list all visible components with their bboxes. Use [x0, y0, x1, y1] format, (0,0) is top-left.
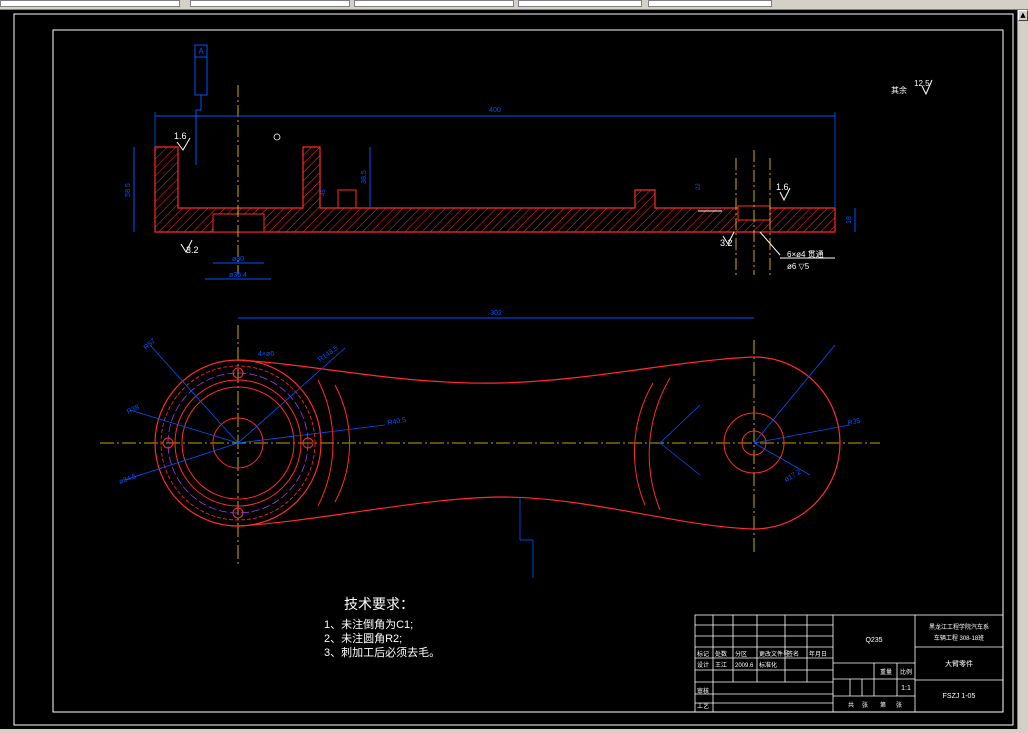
dim-bore: ø30	[232, 256, 244, 263]
section-view: A 400 58.5 38.5 18 ø30 ø36.4 1.6 3.2 1.6…	[125, 44, 856, 280]
title-block	[694, 614, 1004, 713]
institution-line2: 车辆工程 308-18班	[934, 634, 984, 642]
sheet-border	[13, 13, 1014, 726]
layer-dropdown[interactable]	[0, 0, 180, 7]
std-label: 标准化	[759, 661, 777, 669]
tech-req-item: 1、未注倒角为C1;	[324, 617, 413, 631]
dim-r-left-outer: R57	[143, 338, 157, 352]
weight-label: 重量	[880, 668, 892, 676]
row-label: 分区	[735, 650, 747, 658]
row-label: 标记	[697, 650, 709, 658]
row-label: 更改文件号	[759, 650, 789, 658]
row-label: 处数	[715, 650, 727, 658]
color-dropdown[interactable]	[190, 0, 350, 7]
material: Q235	[865, 637, 882, 644]
dim-r-left-1: R38	[126, 404, 141, 416]
dim-center-distance: 302	[490, 310, 502, 317]
title-block-text: Q235 黑龙江工程学院汽车系 车辆工程 308-18班 大臂零件 FSZJ 1…	[697, 623, 989, 710]
plotstyle-dropdown[interactable]	[648, 0, 772, 7]
sheet-label2: 张	[896, 701, 902, 709]
dim-bore-outer: ø36.4	[229, 272, 247, 279]
roughness-16: 1.6	[174, 131, 187, 141]
dim-r-right: R35	[847, 418, 861, 427]
surface-finish-value: 12.5	[914, 79, 930, 88]
sheet-no: 第	[880, 701, 886, 709]
dim-pocket-depth: 38.5	[361, 170, 368, 184]
surface-finish-label: 其余	[891, 85, 907, 95]
dim-right-dia: ø17.2	[784, 469, 803, 484]
dim-4x-holes: 4×ø6	[258, 351, 274, 358]
tech-requirements: 技术要求： 1、未注倒角为C1; 2、未注圆角R2; 3、刺加工后必须去毛。	[324, 596, 440, 659]
tech-req-title: 技术要求：	[344, 596, 414, 612]
sheet-total: 共	[848, 701, 854, 709]
svg-text:22: 22	[696, 183, 702, 190]
scroll-up-button[interactable]: ▲	[1018, 10, 1028, 21]
part-name: 大臂零件	[945, 659, 973, 668]
design-date: 2009.6	[735, 663, 754, 669]
surface-finish-note: 其余 12.5	[891, 79, 933, 96]
lineweight-dropdown[interactable]	[518, 0, 642, 7]
process-label: 工艺	[697, 702, 709, 710]
dim-arc-r: R148.5	[317, 345, 340, 364]
roughness-16-b: 1.6	[776, 182, 789, 192]
roughness-32: 3.2	[186, 245, 199, 255]
institution-line1: 黑龙江工程学院汽车系	[929, 623, 989, 631]
tech-req-item: 3、刺加工后必须去毛。	[324, 646, 440, 659]
tech-req-item: 2、未注圆角R2;	[324, 631, 402, 645]
dim-thickness: 18	[846, 216, 853, 224]
datum-letter: A	[198, 47, 204, 56]
toolbar	[0, 0, 1028, 10]
design-label: 设计	[697, 661, 709, 669]
plan-view: 302 R57 R38 ø84.5 4×ø6 R148.5	[100, 310, 880, 578]
check-label: 审核	[697, 687, 709, 695]
linetype-dropdown[interactable]	[354, 0, 514, 7]
dim-hole-note2: ø6 ▽5	[787, 262, 810, 271]
dim-r-left-2: ø84.5	[118, 473, 137, 486]
cad-drawing: A 400 58.5 38.5 18 ø30 ø36.4 1.6 3.2 1.6…	[13, 13, 1014, 726]
scale-label: 比例	[900, 668, 912, 676]
vertical-scrollbar[interactable]: ▲	[1017, 10, 1028, 729]
sheet-label: 张	[862, 701, 868, 709]
dim-height-left: 58.5	[125, 183, 132, 197]
svg-text:45: 45	[321, 189, 327, 196]
roughness-32-b: 3.2	[720, 238, 733, 248]
dim-hole-note: 6×ø4 贯通	[787, 249, 824, 259]
dim-center-r: R40.5	[387, 417, 407, 427]
frame-border	[52, 29, 1004, 713]
scale: 1:1	[901, 685, 911, 692]
dim-overall-length: 400	[489, 107, 501, 114]
drawing-no: FSZJ 1-05	[943, 693, 976, 700]
drawing-viewport[interactable]: A 400 58.5 38.5 18 ø30 ø36.4 1.6 3.2 1.6…	[0, 10, 1017, 729]
designer: 王江	[715, 662, 727, 669]
row-label: 签名	[787, 650, 799, 658]
row-label: 年月日	[809, 650, 827, 658]
